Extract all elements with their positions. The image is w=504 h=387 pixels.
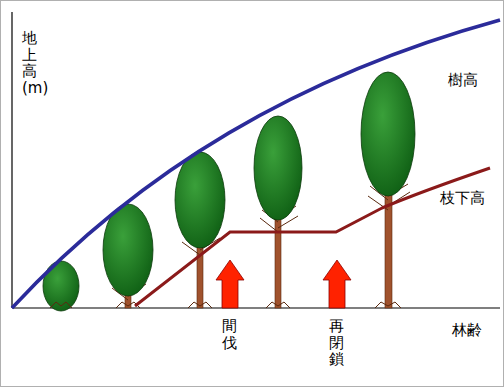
axis-label: 林齢 [452,322,482,339]
curve-label: 枝下高 [440,190,485,207]
curve-label: 樹高 [448,72,478,89]
event-label: 間伐 [222,318,237,351]
axis-label: 地上高 (m) [22,30,37,96]
event-label: 再閉鎖 [329,318,344,368]
